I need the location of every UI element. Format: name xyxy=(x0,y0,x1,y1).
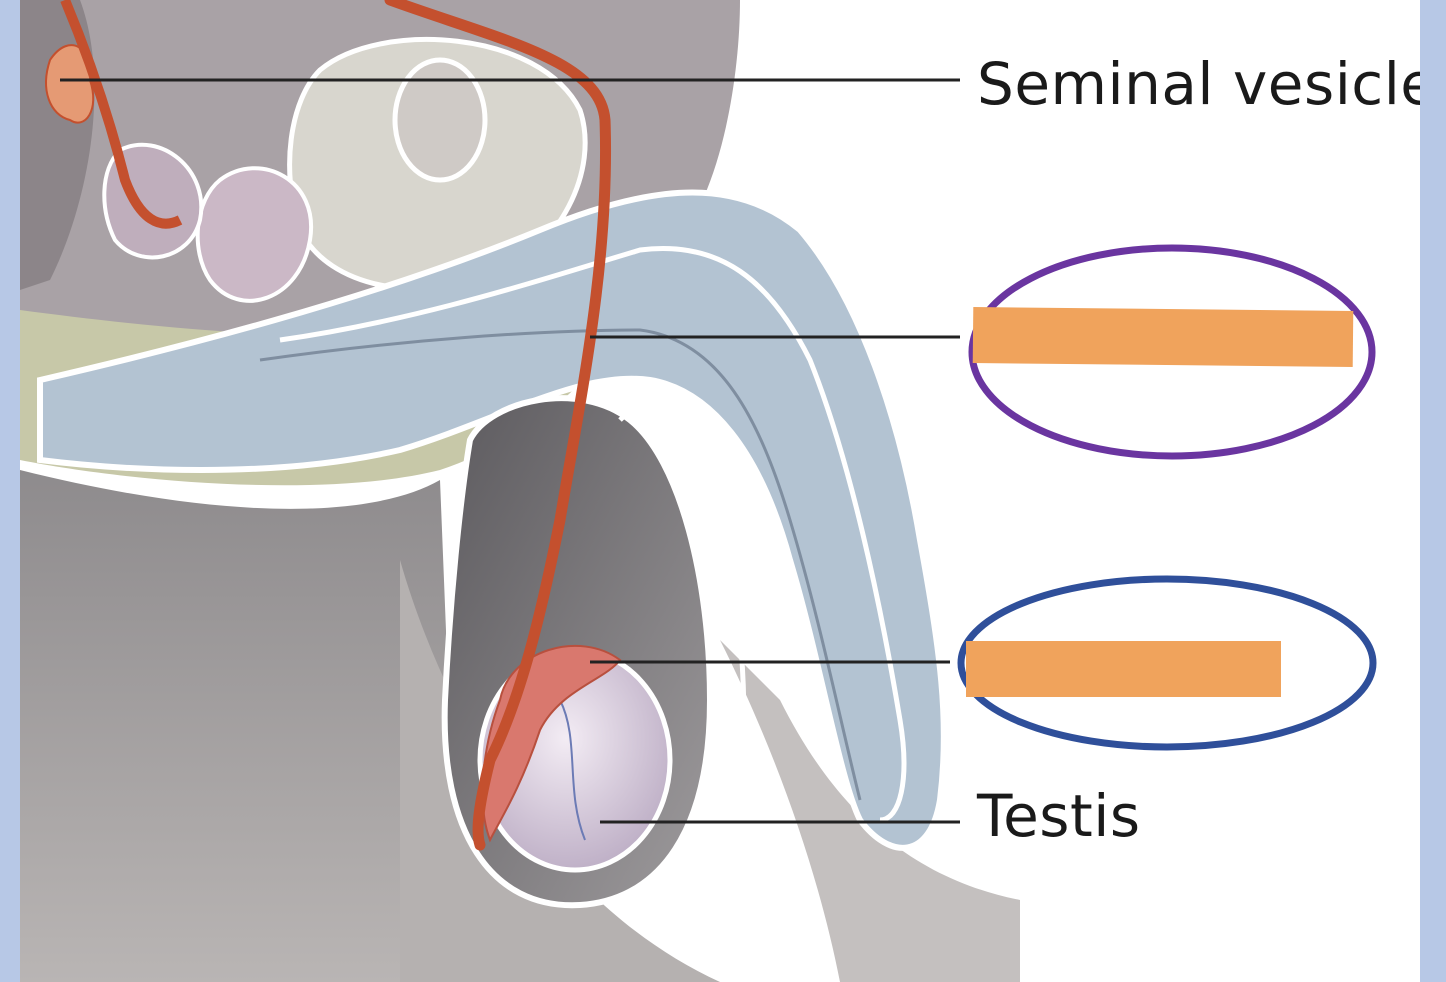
urethra-line xyxy=(259,328,862,801)
vas-deferens xyxy=(384,0,612,851)
rectum-section xyxy=(392,57,488,183)
ductus-deferens xyxy=(60,0,183,229)
seminal-vesicle xyxy=(45,44,95,124)
highlight-circle-lower xyxy=(957,575,1377,751)
corpus-outline xyxy=(279,246,907,823)
label-seminal-vesicle: Seminal vesicle xyxy=(977,50,1420,118)
anatomy-illustration xyxy=(20,0,1377,982)
label-testis: Testis xyxy=(977,782,1141,850)
hidden-label-cover-lower xyxy=(966,641,1281,697)
hidden-label-cover-upper xyxy=(972,307,1354,367)
lower-skin xyxy=(400,560,720,982)
gland-section xyxy=(102,142,204,260)
highlight-circle-upper xyxy=(968,244,1376,460)
inner-fold xyxy=(618,401,747,801)
thigh-skin xyxy=(20,470,460,982)
testis-vein xyxy=(559,699,586,841)
diagram-frame: Seminal vesicle Testis xyxy=(20,0,1420,982)
prostate-section xyxy=(195,166,314,303)
right-skin xyxy=(720,640,1020,982)
